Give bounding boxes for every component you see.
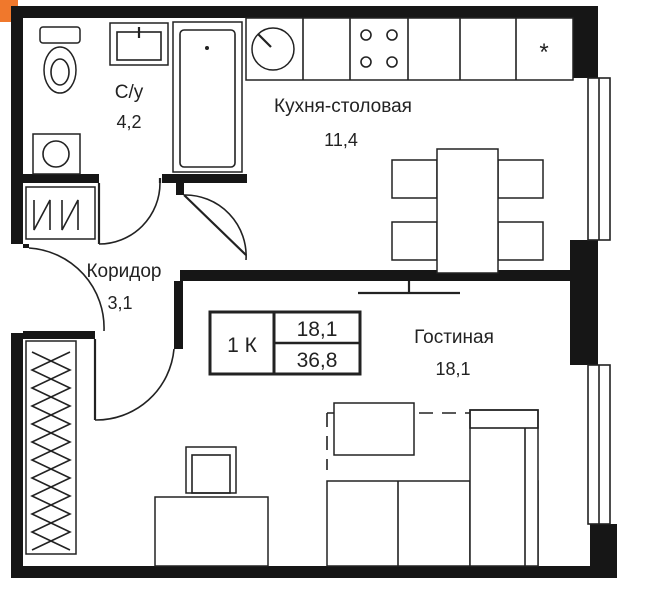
bathroom-name: С/у: [115, 82, 144, 103]
corridor-name: Коридор: [86, 261, 161, 282]
corridor-area: 3,1: [107, 293, 132, 313]
sink-icon: [109, 22, 169, 66]
sofa: [326, 402, 539, 567]
window-kitchen: [587, 77, 611, 241]
washing-machine-icon: [32, 133, 81, 175]
bathroom-door: [97, 178, 162, 245]
kitchen-sink-icon: [251, 27, 295, 71]
bathtub-icon: [172, 21, 243, 173]
badge-living-area: 18,1: [297, 318, 338, 341]
kitchen-door: [183, 194, 247, 261]
tv-icon: [358, 281, 460, 295]
bathroom: С/у 4,2: [32, 21, 243, 175]
kitchen-area: 11,4: [324, 130, 358, 150]
desk: [154, 446, 269, 567]
kitchen-name: Кухня-столовая: [274, 96, 412, 117]
wardrobe-lower: [25, 340, 77, 555]
living-name: Гостиная: [414, 327, 494, 348]
fridge-symbol: *: [539, 39, 548, 66]
walls: [11, 6, 617, 578]
corridor-door: [28, 247, 105, 332]
badge-total-area: 36,8: [297, 349, 338, 372]
kitchen-counter: [245, 17, 574, 81]
apartment-badge: 1 К 18,1 36,8: [208, 310, 362, 376]
corridor: Коридор 3,1: [25, 178, 247, 421]
living-door: [93, 339, 175, 421]
stove-icon: [360, 29, 398, 68]
window-living: [587, 364, 611, 525]
wardrobe-upper: [25, 186, 96, 240]
living-room: Гостиная 18,1: [25, 281, 539, 567]
living-area: 18,1: [435, 359, 470, 379]
dining-table: [391, 148, 544, 274]
kitchen: * Кухня-столовая 11,4: [245, 17, 574, 274]
fridge-icon: *: [539, 39, 548, 66]
badge-room-count: 1 К: [227, 334, 258, 357]
toilet-icon: [39, 26, 81, 94]
bathroom-area: 4,2: [116, 112, 141, 132]
